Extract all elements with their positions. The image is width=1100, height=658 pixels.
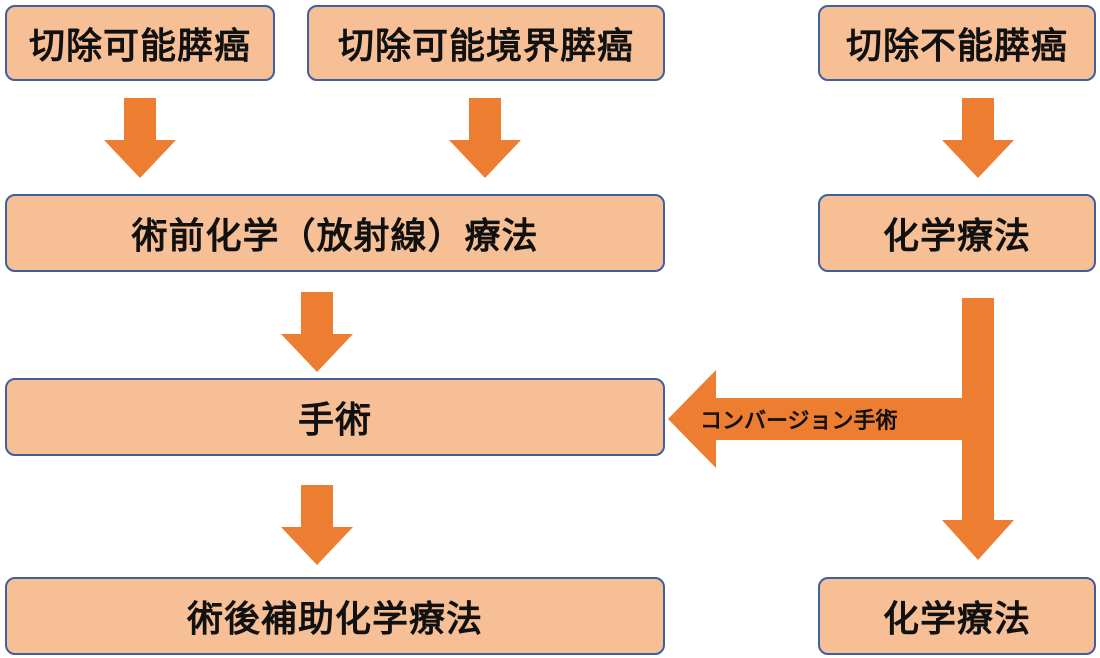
chemotherapy-box-bottom: 化学療法 xyxy=(818,577,1096,655)
chemotherapy-box-top: 化学療法 xyxy=(818,194,1096,272)
resectable-cancer-box: 切除可能膵癌 xyxy=(5,5,275,81)
adjuvant-chemotherapy-label: 術後補助化学療法 xyxy=(186,599,483,640)
unresectable-cancer-label: 切除不能膵癌 xyxy=(845,26,1068,67)
arrow-down-resectable xyxy=(104,98,176,178)
arrow-down-neoadjuvant xyxy=(281,292,353,372)
neoadjuvant-therapy-label: 術前化学（放射線）療法 xyxy=(131,216,539,257)
arrow-down-borderline xyxy=(449,98,521,178)
surgery-label: 手術 xyxy=(297,400,372,441)
borderline-resectable-cancer-label: 切除可能境界膵癌 xyxy=(337,26,634,67)
surgery-box: 手術 xyxy=(5,378,665,456)
arrow-left-conversion xyxy=(668,370,962,468)
resectable-cancer-label: 切除可能膵癌 xyxy=(28,26,251,67)
chemotherapy-label-top: 化学療法 xyxy=(882,216,1031,257)
borderline-resectable-cancer-box: 切除可能境界膵癌 xyxy=(307,5,665,81)
arrow-down-chemo xyxy=(942,298,1014,560)
conversion-surgery-label: コンバージョン手術 xyxy=(700,409,898,434)
arrow-down-unresectable xyxy=(942,98,1014,178)
neoadjuvant-therapy-box: 術前化学（放射線）療法 xyxy=(5,194,665,272)
arrow-down-surgery xyxy=(281,485,353,565)
adjuvant-chemotherapy-box: 術後補助化学療法 xyxy=(5,577,665,655)
chemotherapy-label-bottom: 化学療法 xyxy=(882,599,1031,640)
unresectable-cancer-box: 切除不能膵癌 xyxy=(818,5,1096,81)
